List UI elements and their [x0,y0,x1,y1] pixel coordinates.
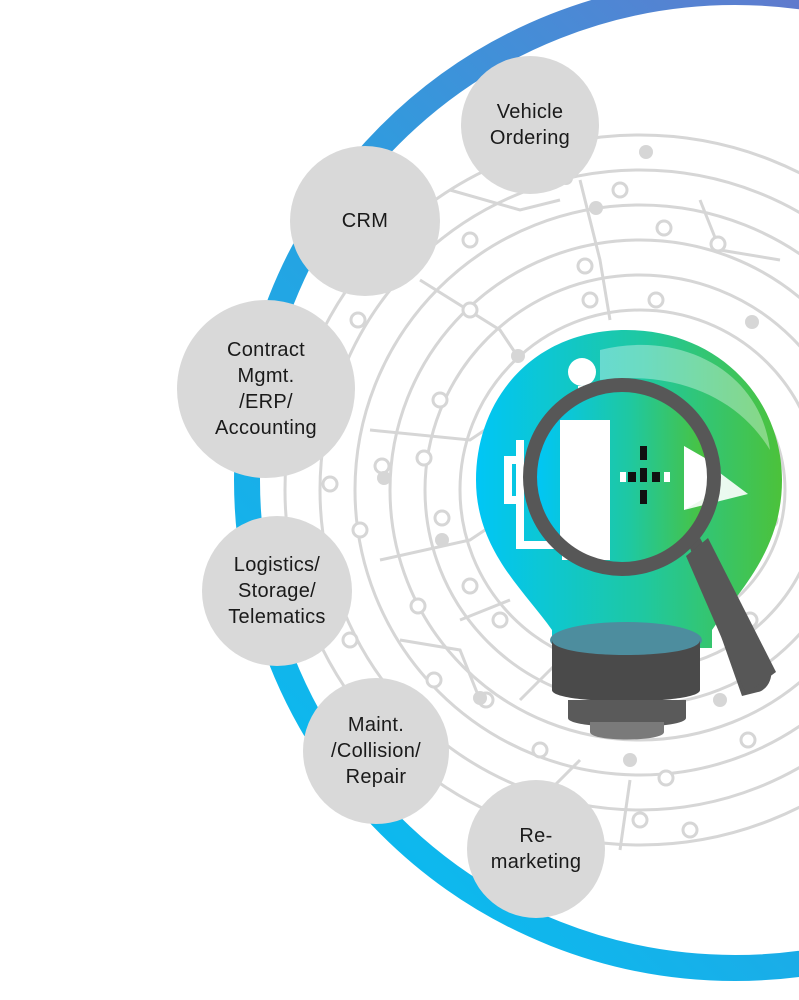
node-remarketing: Re- marketing [467,780,605,918]
node-label: Logistics/ Storage/ Telematics [228,554,326,628]
circuit-dots [377,145,759,767]
circuit-nodes [321,181,779,839]
lightbulb-with-magnifier-icon [476,330,782,740]
node-vehicle-ordering: Vehicle Ordering [461,56,599,194]
node-label: Re- marketing [490,825,582,873]
node-logistics: Logistics/ Storage/ Telematics [202,516,352,666]
node-crm: CRM [290,146,440,296]
bulb-base [552,640,700,702]
node-label: CRM [341,210,389,232]
node-label: Maint. /Collision/ Repair [331,714,421,788]
bulb-highlight [600,344,770,450]
node-maint: Maint. /Collision/ Repair [303,678,449,824]
outer-ring [234,0,799,981]
node-label: Contract Mgmt. /ERP/ Accounting [215,339,317,439]
magnifier-lens-ring [523,378,721,576]
node-label: Vehicle Ordering [489,101,571,149]
node-contract: Contract Mgmt. /ERP/ Accounting [177,300,355,478]
